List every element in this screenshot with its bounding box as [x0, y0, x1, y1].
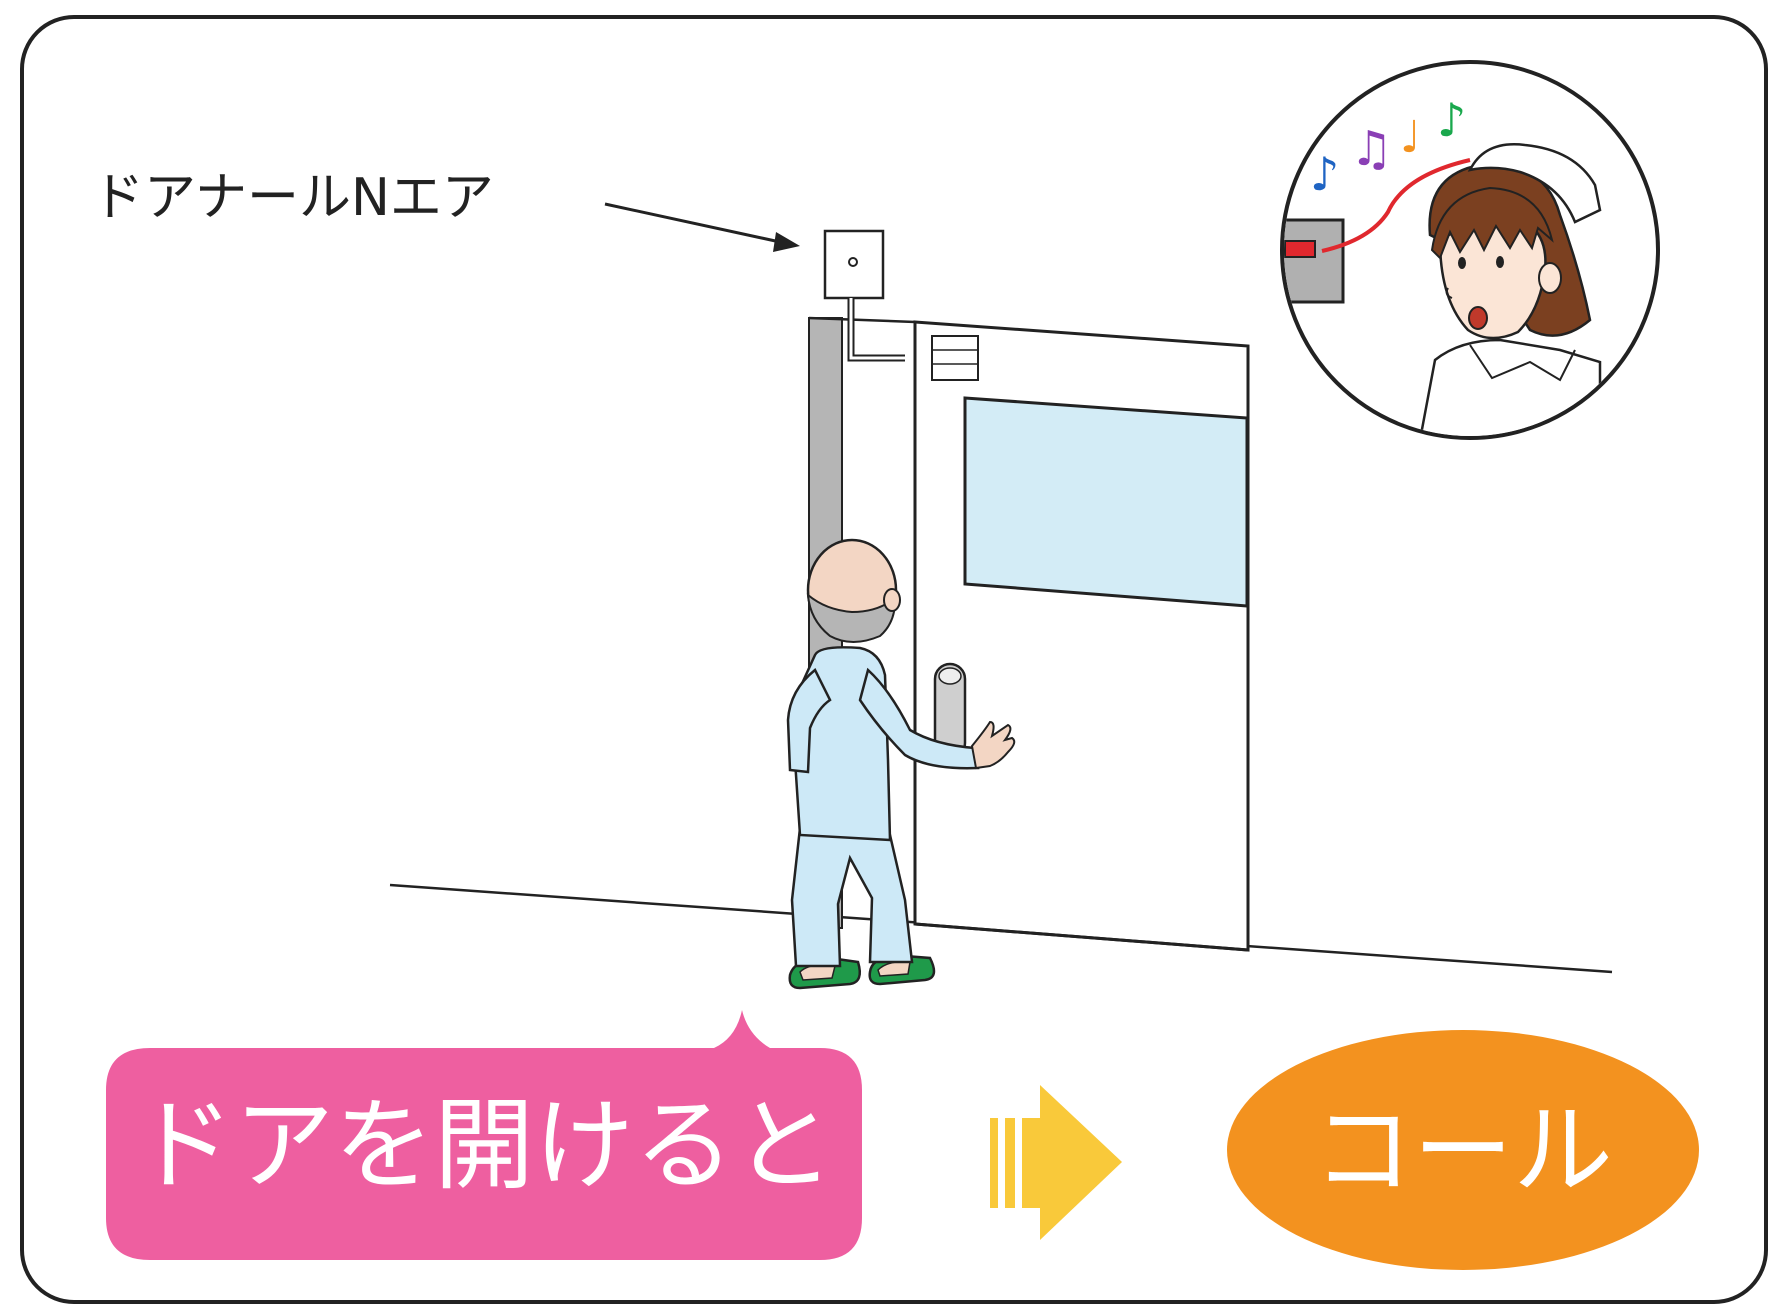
flow-arrow-icon: [990, 1085, 1122, 1240]
result-text: コール: [1313, 1092, 1613, 1209]
call-indicator-lamp: [1284, 240, 1316, 258]
door-sill: [914, 922, 1249, 952]
door-handle-cap: [938, 667, 962, 685]
sensor-lens-icon: [848, 257, 858, 267]
nurse-ear: [1538, 262, 1562, 294]
nurse-cap: [1467, 143, 1602, 224]
patient-trousers: [790, 826, 914, 968]
result-ellipse: [1227, 1030, 1699, 1270]
nurse-eye-right: [1496, 256, 1504, 268]
nurse-fringe: [1430, 186, 1554, 260]
music-note-3: ♩: [1400, 112, 1421, 163]
patient-hand: [970, 720, 1016, 770]
speech-bubble: [106, 1010, 862, 1260]
signal-line: [1321, 158, 1471, 253]
pointer-arrow: [604, 202, 781, 244]
nurse-call-panel: [1284, 218, 1345, 304]
device-label: ドアナールNエア: [92, 168, 494, 228]
music-note-2: ♫: [1350, 121, 1393, 177]
door-name-plate: [931, 335, 979, 381]
nurse-mouth: [1468, 306, 1488, 330]
patient-figure: [786, 538, 1016, 990]
sensor-cable-inner: [849, 298, 905, 360]
nurse-eye-left: [1458, 257, 1466, 269]
door-window: [963, 396, 1249, 608]
patient-hair: [806, 592, 897, 643]
nurse-nose: [1445, 287, 1453, 299]
pointer-arrowhead: [773, 232, 800, 252]
patient-ear: [883, 588, 901, 612]
wall-top-line: [808, 316, 916, 324]
music-note-1: ♪: [1310, 147, 1339, 201]
music-note-4: ♪: [1437, 93, 1466, 147]
nurse-collar: [1469, 344, 1576, 382]
patient-arm-back: [786, 668, 832, 774]
bubble-text: ドアを開けると: [134, 1087, 834, 1204]
inset-scene: [1284, 143, 1602, 436]
